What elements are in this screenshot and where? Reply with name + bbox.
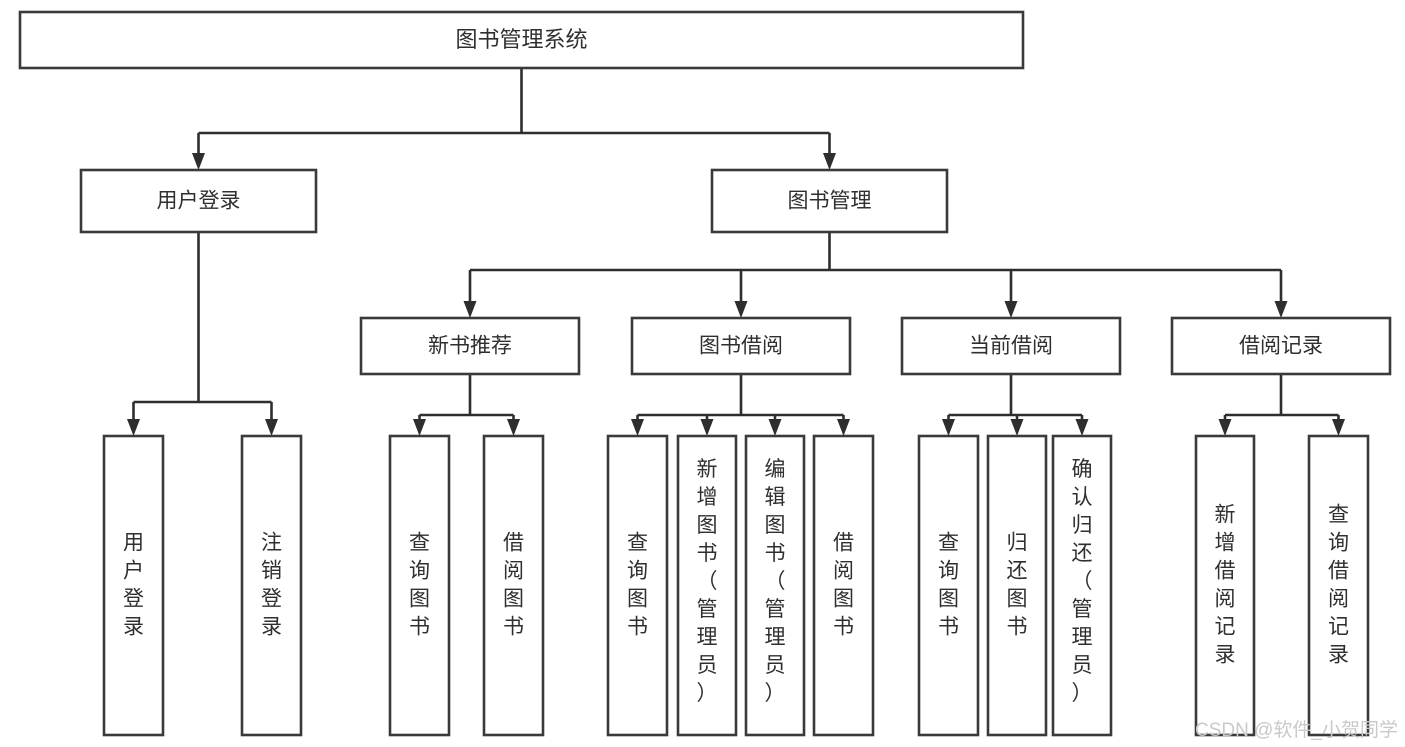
- node-level2-图书管理[interactable]: 图书管理: [710, 168, 949, 234]
- node-leaf-借阅图书[interactable]: 借阅图书: [482, 434, 545, 737]
- node-level3-当前借阅[interactable]: 当前借阅: [900, 316, 1122, 376]
- node-label: 归还图书: [1007, 531, 1028, 638]
- node-leaf-新增借阅记录[interactable]: 新增借阅记录: [1194, 434, 1256, 737]
- node-label: 新书推荐: [428, 335, 512, 358]
- connector-arrowhead: [507, 419, 520, 436]
- node-leaf-注销登录[interactable]: 注销登录: [240, 434, 303, 737]
- node-box[interactable]: [1194, 434, 1256, 737]
- node-label: 查询图书: [627, 531, 648, 638]
- node-leaf-用户登录[interactable]: 用户登录: [102, 434, 165, 737]
- node-label: 查询借阅记录: [1328, 503, 1349, 666]
- csdn-watermark: CSDN @软件_小贺同学: [1195, 719, 1398, 741]
- node-label: 编辑图书（管理员）: [765, 458, 786, 705]
- node-label: 查询图书: [938, 531, 959, 638]
- node-label: 图书管理: [788, 190, 872, 213]
- node-box[interactable]: [18, 10, 1025, 70]
- node-label: 借阅图书: [503, 531, 524, 638]
- node-box[interactable]: [676, 434, 738, 737]
- node-label: 注销登录: [261, 531, 282, 638]
- node-leaf-归还图书[interactable]: 归还图书: [986, 434, 1048, 737]
- node-label: 借阅图书: [833, 531, 854, 638]
- node-label: 当前借阅: [969, 335, 1053, 358]
- node-root-图书管理系统[interactable]: 图书管理系统: [18, 10, 1025, 70]
- node-level3-图书借阅[interactable]: 图书借阅: [630, 316, 852, 376]
- node-box[interactable]: [1170, 316, 1392, 376]
- connector-arrowhead: [768, 419, 782, 436]
- node-level3-借阅记录[interactable]: 借阅记录: [1170, 316, 1392, 376]
- node-box[interactable]: [986, 434, 1048, 737]
- connector-arrowhead: [463, 301, 477, 318]
- node-box[interactable]: [79, 168, 318, 234]
- node-box[interactable]: [482, 434, 545, 737]
- node-leaf-确认归还管理员[interactable]: 确认归还（管理员）: [1051, 434, 1113, 737]
- node-leaf-查询借阅记录[interactable]: 查询借阅记录: [1307, 434, 1370, 737]
- node-leaf-查询图书[interactable]: 查询图书: [917, 434, 980, 737]
- node-layer: 图书管理系统用户登录图书管理新书推荐图书借阅当前借阅借阅记录用户登录注销登录查询…: [18, 10, 1392, 737]
- node-leaf-借阅图书[interactable]: 借阅图书: [812, 434, 875, 737]
- connector-arrowhead: [413, 419, 426, 436]
- connector-arrowhead: [127, 419, 140, 436]
- node-label: 新增图书（管理员）: [697, 458, 718, 705]
- connector-arrowhead: [942, 419, 955, 436]
- node-leaf-新增图书管理员[interactable]: 新增图书（管理员）: [676, 434, 738, 737]
- node-label: 用户登录: [157, 190, 241, 213]
- node-box[interactable]: [1307, 434, 1370, 737]
- connector-arrowhead: [1274, 301, 1288, 318]
- node-label: 用户登录: [123, 531, 144, 638]
- connector-arrowhead: [265, 419, 278, 436]
- node-box[interactable]: [240, 434, 303, 737]
- node-label: 确认归还（管理员）: [1072, 458, 1093, 705]
- node-label: 新增借阅记录: [1215, 503, 1236, 666]
- node-box[interactable]: [359, 316, 581, 376]
- node-label: 借阅记录: [1239, 335, 1323, 358]
- connector-arrowhead: [1218, 419, 1232, 436]
- connector-arrowhead: [1075, 419, 1089, 436]
- node-box[interactable]: [606, 434, 669, 737]
- node-label: 图书借阅: [699, 335, 783, 358]
- connector-arrowhead: [700, 419, 714, 436]
- node-box[interactable]: [900, 316, 1122, 376]
- connector-arrowhead: [734, 301, 748, 318]
- connector-arrowhead: [1010, 419, 1024, 436]
- node-box[interactable]: [388, 434, 451, 737]
- connector-layer: [127, 68, 1345, 436]
- node-box[interactable]: [1051, 434, 1113, 737]
- node-leaf-查询图书[interactable]: 查询图书: [606, 434, 669, 737]
- connector-arrowhead: [837, 419, 850, 436]
- node-box[interactable]: [630, 316, 852, 376]
- node-label: 查询图书: [409, 531, 430, 638]
- connector-arrowhead: [1004, 301, 1018, 318]
- node-label: 图书管理系统: [455, 27, 587, 52]
- node-leaf-编辑图书管理员[interactable]: 编辑图书（管理员）: [744, 434, 806, 737]
- node-box[interactable]: [812, 434, 875, 737]
- connector-arrowhead: [192, 153, 205, 170]
- connector-arrowhead: [823, 153, 836, 170]
- node-leaf-查询图书[interactable]: 查询图书: [388, 434, 451, 737]
- node-level3-新书推荐[interactable]: 新书推荐: [359, 316, 581, 376]
- node-box[interactable]: [710, 168, 949, 234]
- node-box[interactable]: [917, 434, 980, 737]
- node-level2-用户登录[interactable]: 用户登录: [79, 168, 318, 234]
- node-box[interactable]: [102, 434, 165, 737]
- connector-arrowhead: [631, 419, 644, 436]
- node-box[interactable]: [744, 434, 806, 737]
- connector-arrowhead: [1332, 419, 1345, 436]
